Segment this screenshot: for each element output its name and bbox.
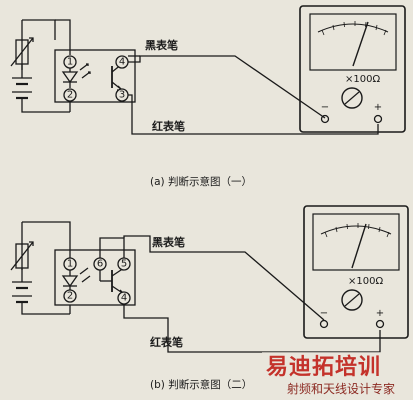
caption-b: (b) 判断示意图（二）: [150, 378, 252, 391]
red-probe-label: 红表笔: [152, 119, 185, 133]
panel-b-circuit: [10, 221, 136, 315]
meter-neg-terminal-label: −: [320, 308, 328, 319]
watermark-logo: 易迪拓培训 射频和天线设计专家: [262, 352, 412, 396]
pin-4-label: 4: [119, 57, 125, 68]
pin-1-label: 1: [67, 57, 73, 68]
meter-pos-terminal-label: +: [374, 102, 382, 113]
pin-2-label: 2: [67, 291, 73, 302]
watermark-brand: 易迪拓培训: [266, 354, 381, 380]
meter-pos-terminal-label: +: [376, 308, 384, 319]
red-probe-label: 红表笔: [150, 335, 183, 349]
watermark-tagline: 射频和天线设计专家: [287, 381, 395, 396]
caption-a: (a) 判断示意图（一）: [150, 175, 252, 188]
meter-neg-terminal-label: −: [321, 102, 329, 113]
panel-b-pins: [63, 257, 131, 305]
panel-b-probe-wires: [99, 235, 381, 353]
meter-range-label: ×100Ω: [345, 74, 380, 85]
pin-3-label: 3: [119, 90, 125, 101]
pin-2-label: 2: [67, 90, 73, 101]
black-probe-label: 黑表笔: [145, 38, 178, 52]
panel-a-probe-wires: [128, 55, 379, 135]
pin-6-label: 6: [97, 259, 103, 270]
pin-4-label: 4: [121, 293, 127, 304]
panel-a-circuit: [10, 19, 136, 113]
pin-1-label: 1: [67, 259, 73, 270]
panel-b-multimeter: [303, 205, 409, 339]
meter-range-label: ×100Ω: [348, 276, 383, 287]
panel-a-multimeter: [299, 5, 406, 133]
pin-5-label: 5: [121, 259, 127, 270]
black-probe-label: 黑表笔: [152, 235, 185, 249]
